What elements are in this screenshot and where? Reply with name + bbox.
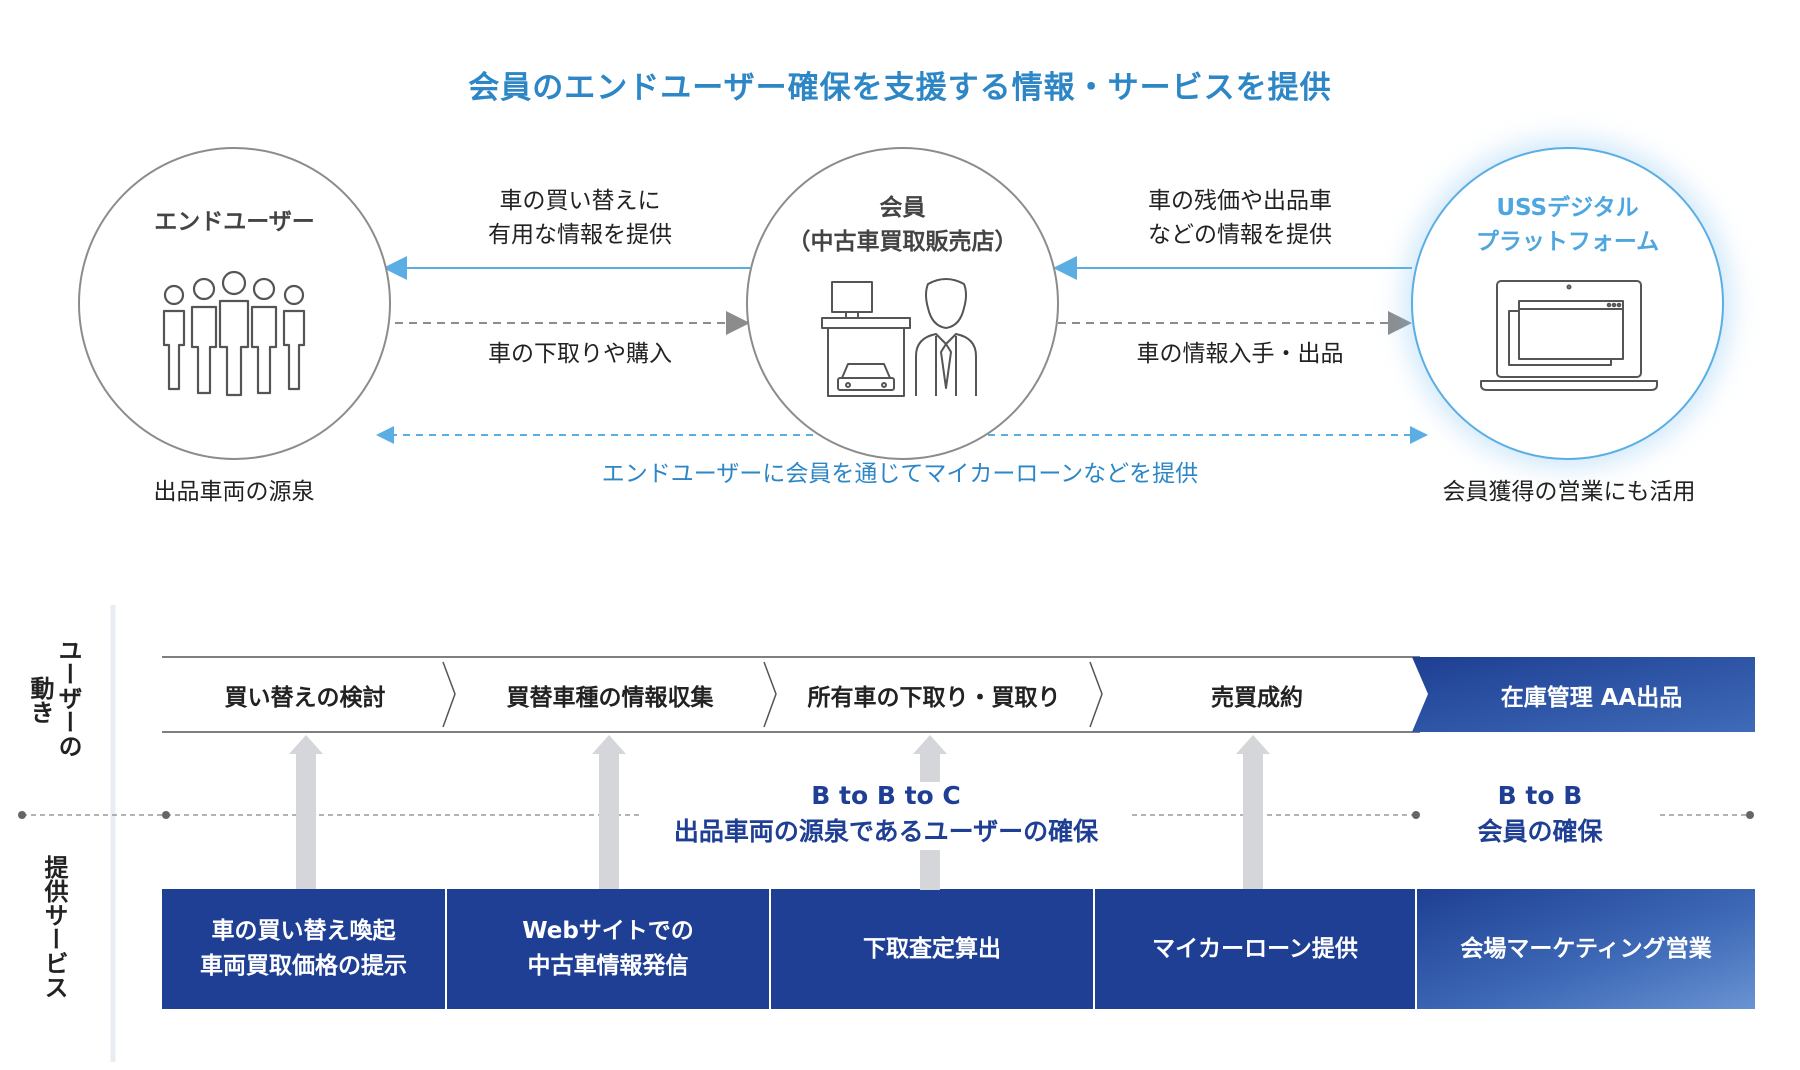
service-4-line1: マイカーローン提供: [1152, 935, 1358, 962]
platform-name-line2: プラットフォーム: [1475, 229, 1660, 255]
segment-dot: [1412, 811, 1420, 819]
chevron-icon: [1089, 661, 1103, 728]
service-1-line1: 車の買い替え喚起: [211, 918, 396, 944]
car-dealer-icon: [821, 278, 977, 397]
service-5-line1: 会場マーケティング営業: [1460, 935, 1712, 962]
up-arrow-shaft-top: [920, 752, 940, 782]
page-title: 会員のエンドユーザー確保を支援する情報・サービスを提供: [468, 70, 1332, 106]
stage-1: 買い替えの検討: [224, 684, 386, 711]
stage-5: 在庫管理 AA出品: [1500, 684, 1683, 711]
platform-circle: USSデジタル プラットフォーム: [1411, 147, 1724, 460]
arrow-loan-left-head: [376, 426, 394, 444]
service-box-1: 車の買い替え喚起 車両買取価格の提示: [162, 889, 445, 1009]
laptop-icon: [1480, 280, 1658, 391]
platform-name-line1: USSデジタル: [1496, 195, 1639, 221]
flow-platform-loan: エンドユーザーに会員を通じてマイカーローンなどを提供: [601, 461, 1199, 487]
up-arrow-shaft-bottom: [920, 858, 940, 890]
stage-3: 所有車の下取り・買取り: [807, 684, 1061, 711]
segment-btob: B to B 会員の確保: [1420, 778, 1660, 850]
user-actions-label-col2: 動き: [26, 676, 54, 724]
service-1-line2: 車両買取価格の提示: [200, 953, 407, 979]
platform-caption: 会員獲得の営業にも活用: [1442, 479, 1696, 505]
services-label: 提供サービス: [40, 855, 68, 999]
flow-member-to-platform: 車の情報入手・出品: [1136, 341, 1344, 367]
service-2-line1: Webサイトでの: [522, 918, 694, 944]
service-box-2: Webサイトでの 中古車情報発信: [447, 889, 769, 1009]
member-name-line1: 会員: [879, 195, 926, 221]
member-circle: 会員 （中古車買取販売店）: [746, 147, 1059, 460]
service-box-4: マイカーローン提供: [1095, 889, 1415, 1009]
service-box-5: 会場マーケティング営業: [1417, 889, 1755, 1009]
service-2-line2: 中古車情報発信: [527, 953, 689, 979]
up-arrow-shaft: [599, 752, 619, 890]
user-actions-label-col1: ユーザーの: [54, 638, 82, 758]
flow-member-to-user-line1: 車の買い替えに: [499, 188, 661, 214]
flow-user-to-member: 車の下取りや購入: [488, 341, 672, 367]
service-box-3: 下取査定算出: [771, 889, 1093, 1009]
chevron-icon: [763, 661, 777, 728]
up-arrow-head: [592, 735, 626, 754]
chevron-icon: [442, 661, 456, 728]
flow-platform-to-member-line1: 車の残価や出品車: [1148, 188, 1332, 214]
end-user-caption: 出品車両の源泉: [153, 479, 315, 505]
up-arrow-head: [913, 735, 947, 754]
segment-btobtoc-line2: 出品車両の源泉であるユーザーの確保: [673, 817, 1099, 846]
segment-btobtoc: B to B to C 出品車両の源泉であるユーザーの確保: [640, 778, 1132, 850]
up-arrow-head: [289, 735, 323, 754]
up-arrow-shaft: [1243, 752, 1263, 890]
end-user-circle: エンドユーザー: [78, 147, 391, 460]
flow-member-to-user-line2: 有用な情報を提供: [488, 222, 672, 248]
segment-btobtoc-line1: B to B to C: [811, 781, 961, 810]
stage-last-bg: [1412, 657, 1755, 732]
people-group-icon: [162, 270, 306, 397]
up-arrow-head: [1236, 735, 1270, 754]
stage-4: 売買成約: [1211, 684, 1303, 711]
member-name-line2: （中古車買取販売店）: [787, 229, 1018, 255]
stage-2: 買替車種の情報収集: [506, 684, 714, 711]
segment-dot: [18, 811, 26, 819]
segment-dot: [162, 811, 170, 819]
up-arrow-shaft: [296, 752, 316, 890]
segment-btob-line1: B to B: [1497, 781, 1583, 810]
flow-platform-to-member-line2: などの情報を提供: [1148, 222, 1332, 248]
segment-dot: [1746, 811, 1754, 819]
service-3-line1: 下取査定算出: [863, 935, 1001, 962]
segment-btob-line2: 会員の確保: [1477, 817, 1603, 846]
end-user-name: エンドユーザー: [154, 209, 315, 235]
arrow-loan-right-head: [1410, 426, 1428, 444]
